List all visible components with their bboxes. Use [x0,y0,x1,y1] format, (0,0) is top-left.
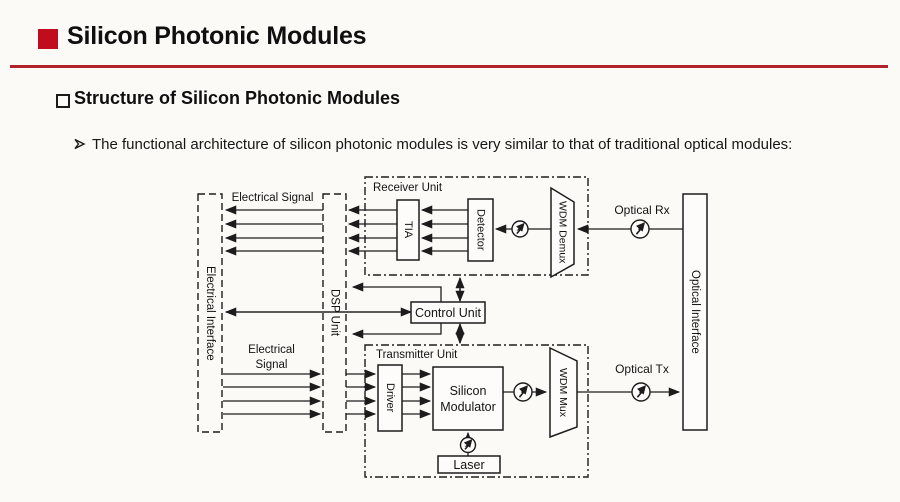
control-unit-box [410,301,486,324]
section-title: Structure of Silicon Photonic Modules [74,88,401,108]
optical-interface-label: Optical Interface [689,270,701,354]
driver-box [377,364,403,432]
component-boxes [377,186,708,474]
tia-box [396,199,420,261]
tia-label: TIA [402,221,414,239]
control-to-dsp-lower-line [351,323,442,339]
silicon-modulator-box [432,366,504,431]
fiber-coupler-icons [459,219,651,454]
coupler-icon [631,382,651,402]
coupler-icon [511,220,529,238]
dsp-unit-box [322,193,347,433]
optical-interface-box [682,193,708,431]
wdm-mux-shape [549,346,578,439]
laser-box [437,455,501,474]
dsp-unit-label: DSP Unit [328,289,341,337]
transmitter-unit-label: Transmitter Unit [376,349,458,361]
coupler-icon [513,382,533,402]
transmitter-unit-box [364,344,589,478]
laser-label: Laser [453,457,485,472]
electrical-signal-bottom-label: Electrical Signal [248,344,295,371]
electrical-interface-label: Electrical Interface [204,265,216,361]
detector-label: Detector [474,209,487,251]
page-title: Silicon Photonic Modules [67,22,367,50]
coupler-icon [459,436,477,454]
control-to-dsp-upper-line [351,282,442,302]
wdm-mux-label: WDM Mux [557,368,569,417]
receiver-unit-box [364,176,589,276]
optical-rx-label: Optical Rx [614,203,670,217]
detector-box [467,198,494,262]
container-boxes [197,176,589,478]
wdm-demux-shape [550,186,575,279]
wdm-demux-label: WDM Demux [556,201,569,264]
electrical-interface-box [197,193,223,433]
signal-lines [223,205,683,456]
title-bullet-square-icon [38,29,58,49]
section-bullet-square-icon [56,94,70,108]
receiver-unit-label: Receiver Unit [373,182,443,194]
title-divider-rule [10,65,888,68]
coupler-icon [630,219,650,239]
optical-tx-label: Optical Tx [615,362,669,376]
control-unit-label: Control Unit [415,305,481,320]
bullet-arrow-icon [73,137,87,156]
driver-label: Driver [384,383,396,413]
silicon-modulator-label: Silicon Modulator [440,383,496,414]
bullet-text: The functional architecture of silicon p… [92,136,793,153]
electrical-signal-top-label: Electrical Signal [231,192,314,204]
